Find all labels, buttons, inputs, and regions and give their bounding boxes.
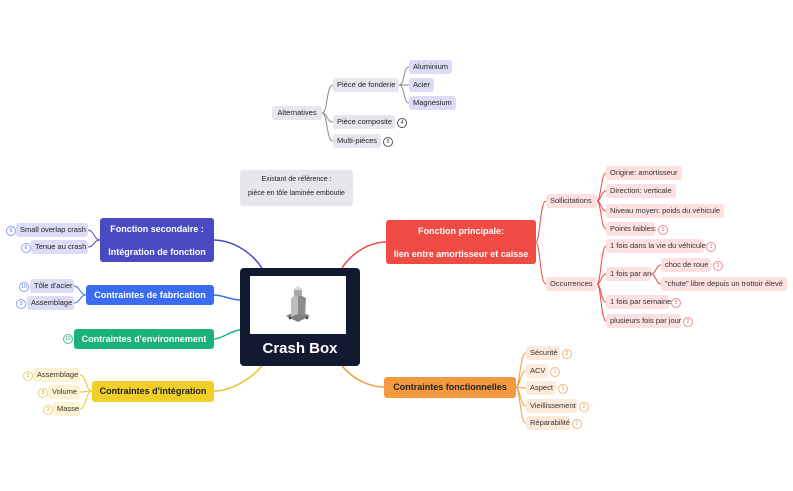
sollicitation-origine[interactable]: Origine: amortisseur: [606, 166, 682, 180]
sollicitations-node[interactable]: Sollicitations: [546, 194, 597, 208]
choc-roue-badge: 2: [713, 261, 723, 271]
functional-item-reparabilite[interactable]: Réparabilité: [526, 416, 570, 430]
foundry-node[interactable]: Pièce de fonderie: [333, 78, 399, 92]
principal-line-2: lien entre amortisseur et caisse: [393, 249, 529, 259]
fabrication-item-tole[interactable]: Tôle d'acier: [30, 279, 74, 293]
functional-item-vieillissement[interactable]: Vieillissement: [526, 399, 577, 413]
composite-node[interactable]: Pièce composite: [333, 115, 395, 129]
note-line-1: Existant de référence :: [261, 176, 332, 183]
functional-item-1-badge: 1: [550, 367, 560, 377]
central-title: Crash Box: [262, 340, 338, 357]
central-node[interactable]: Crash Box: [240, 268, 360, 366]
principal-line-1: Fonction principale:: [417, 226, 504, 236]
integration-node[interactable]: Contraintes d'intégration: [92, 381, 214, 402]
functional-item-securite[interactable]: Sécurité: [526, 346, 560, 360]
fabrication-item-0-badge: 10: [19, 282, 29, 292]
note-line-2: pièce en tôle laminée emboutie: [248, 190, 345, 197]
integration-item-2-badge: 3: [43, 405, 53, 415]
foundry-item-aluminium[interactable]: Aluminium: [409, 60, 453, 74]
integration-item-volume[interactable]: Volume: [48, 385, 80, 399]
functional-item-acv[interactable]: ACV: [526, 364, 548, 378]
functional-item-aspect[interactable]: Aspect: [526, 381, 556, 395]
secondary-item-0-badge: 6: [6, 226, 16, 236]
functional-node[interactable]: Contraintes fonctionnelles: [384, 377, 516, 398]
occurrence-vie-vehicule[interactable]: 1 fois dans la vie du véhicule: [606, 239, 706, 253]
alternatives-node[interactable]: Alternatives: [272, 106, 322, 120]
multi-node[interactable]: Multi-pièces: [333, 134, 381, 148]
secondary-item-small-overlap[interactable]: Small overlap crash: [16, 223, 88, 237]
secondary-line-2: Intégration de fonction: [108, 247, 206, 257]
functional-item-2-badge: 1: [558, 384, 568, 394]
secondary-item-tenue[interactable]: Tenue au crash: [31, 240, 88, 254]
fabrication-node[interactable]: Contraintes de fabrication: [86, 285, 214, 305]
principal-function-node[interactable]: Fonction principale: lien entre amortiss…: [386, 220, 536, 264]
secondary-item-1-badge: 6: [21, 243, 31, 253]
sollicitation-direction[interactable]: Direction: verticale: [606, 184, 676, 198]
occurrence-chute-libre[interactable]: "chute" libre depuis un trottoir élevé: [661, 277, 787, 291]
secondary-line-1: Fonction secondaire :: [110, 224, 204, 234]
foundry-item-acier[interactable]: Acier: [409, 78, 435, 92]
integration-item-0-badge: 3: [23, 371, 33, 381]
integration-item-masse[interactable]: Masse: [53, 402, 80, 416]
occurrence-par-an[interactable]: 1 fois par an: [606, 267, 651, 281]
fabrication-item-assemblage[interactable]: Assemblage: [27, 296, 74, 310]
occurrences-node[interactable]: Occurrences: [546, 277, 597, 291]
composite-badge: 4: [397, 118, 407, 128]
occurrence-3-badge: 2: [683, 317, 693, 327]
occurrence-par-semaine[interactable]: 1 fois par semaine: [606, 295, 671, 309]
crash-box-image: [250, 276, 346, 334]
secondary-function-node[interactable]: Fonction secondaire : Intégration de fon…: [100, 218, 214, 262]
fabrication-item-1-badge: 3: [16, 299, 26, 309]
occurrence-choc-roue[interactable]: choc de roue: [661, 258, 711, 272]
environment-node[interactable]: Contraintes d'environnement: [74, 329, 214, 349]
functional-item-4-badge: 1: [572, 419, 582, 429]
foundry-item-magnesium[interactable]: Magnesium: [409, 96, 456, 110]
integration-item-assemblage[interactable]: Assemblage: [33, 368, 80, 382]
sollicitation-niveau[interactable]: Niveau moyen: poids du véhicule: [606, 204, 725, 218]
multi-badge: 6: [383, 137, 393, 147]
reference-note[interactable]: Existant de référence : pièce en tôle la…: [240, 170, 353, 206]
functional-item-3-badge: 2: [579, 402, 589, 412]
crash-box-photo-icon: [286, 286, 310, 322]
occurrence-2-badge: 5: [671, 298, 681, 308]
points-faibles-badge: 0: [658, 225, 668, 235]
integration-item-1-badge: 3: [38, 388, 48, 398]
sollicitation-points-faibles[interactable]: Points faibles:: [606, 222, 657, 236]
environment-badge: 10: [63, 334, 73, 344]
functional-item-0-badge: 2: [562, 349, 572, 359]
occurrence-0-badge: 1: [706, 242, 716, 252]
occurrence-plusieurs-fois[interactable]: plusieurs fois par jour: [606, 314, 681, 328]
